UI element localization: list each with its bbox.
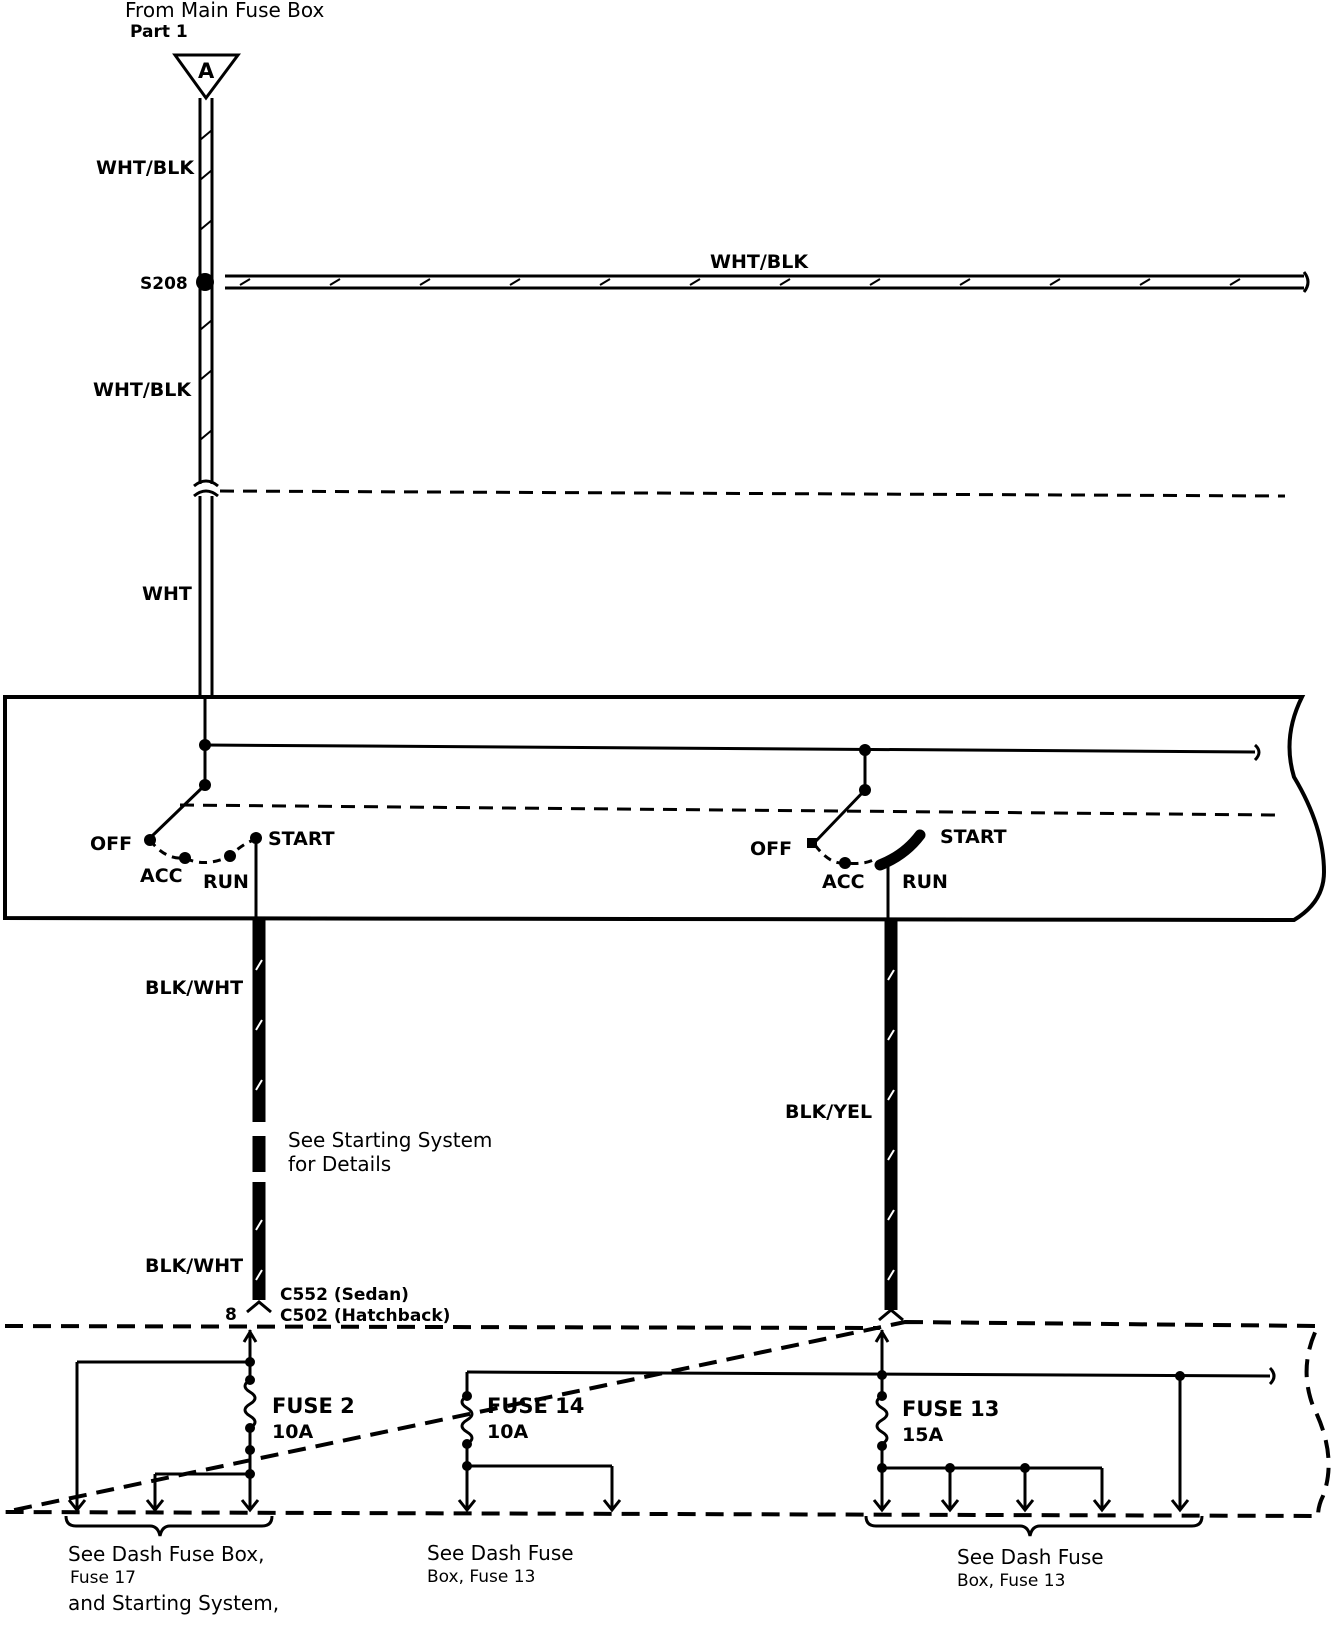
ignition-switch-box [3,695,1327,923]
note-left-2: Fuse 17 [70,1568,136,1588]
dash-fuse-box [4,1319,1331,1519]
part-label: Part 1 [130,22,188,42]
fuse-2-rating: 10A [272,1421,313,1443]
switch-left-start: START [268,828,335,850]
wire-wht [198,496,214,697]
fuse-14-rating: 10A [487,1421,528,1443]
fuse-13-circuit [872,1329,1190,1513]
starting-note-line2: for Details [288,1152,391,1176]
connector-sedan: C552 (Sedan) [280,1285,409,1305]
fuse-2-circuit [67,1329,260,1513]
splice-label: S208 [140,274,188,294]
splice-s208 [196,273,214,291]
switch-left [144,783,262,918]
fuse-14-name: FUSE 14 [487,1394,584,1418]
connector-hatch: C502 (Hatchback) [280,1306,450,1326]
starting-note-line1: See Starting System [288,1128,492,1152]
switch-left-off: OFF [90,833,132,855]
fuse-2-name: FUSE 2 [272,1394,355,1418]
wire-label-right-down: BLK/YEL [785,1101,872,1123]
note-right-2: Box, Fuse 13 [957,1571,1065,1591]
note-mid-2: Box, Fuse 13 [427,1567,535,1587]
note-left-3: and Starting System, [68,1591,279,1615]
note-right-1: See Dash Fuse [957,1545,1104,1569]
fuse-14-circuit [457,1366,1276,1513]
wire-wht-blk-horizontal [225,271,1310,293]
wire-label-horizontal: WHT/BLK [710,251,809,273]
switch-right-run: RUN [902,871,948,893]
wire-blk-wht [252,918,266,1300]
brace-left [64,1515,274,1537]
wire-label-wht: WHT [142,583,192,605]
source-label: From Main Fuse Box [125,0,325,22]
note-left-1: See Dash Fuse Box, [68,1542,264,1566]
wire-label-top-2: WHT/BLK [93,379,192,401]
switch-bus [179,697,1276,817]
note-mid-1: See Dash Fuse [427,1541,574,1565]
fuse-13-rating: 15A [902,1424,943,1446]
wire-label-top-1: WHT/BLK [96,157,195,179]
brace-right [864,1515,1204,1537]
wire-blk-yel [884,918,898,1310]
connector-a-letter: A [198,59,215,83]
switch-right-start: START [940,826,1007,848]
switch-left-acc: ACC [140,865,183,887]
fuse-13-name: FUSE 13 [902,1397,999,1421]
wire-wht-blk-vertical [198,98,214,484]
wire-label-left-down-2: BLK/WHT [145,1255,243,1277]
switch-left-run: RUN [203,871,249,893]
switch-right-off: OFF [750,838,792,860]
wire-label-left-down-1: BLK/WHT [145,977,243,999]
switch-right [807,788,926,918]
connector-pin: 8 [225,1305,237,1325]
harness-break [193,479,1286,498]
switch-right-acc: ACC [822,871,865,893]
connector-a: A [172,53,241,101]
